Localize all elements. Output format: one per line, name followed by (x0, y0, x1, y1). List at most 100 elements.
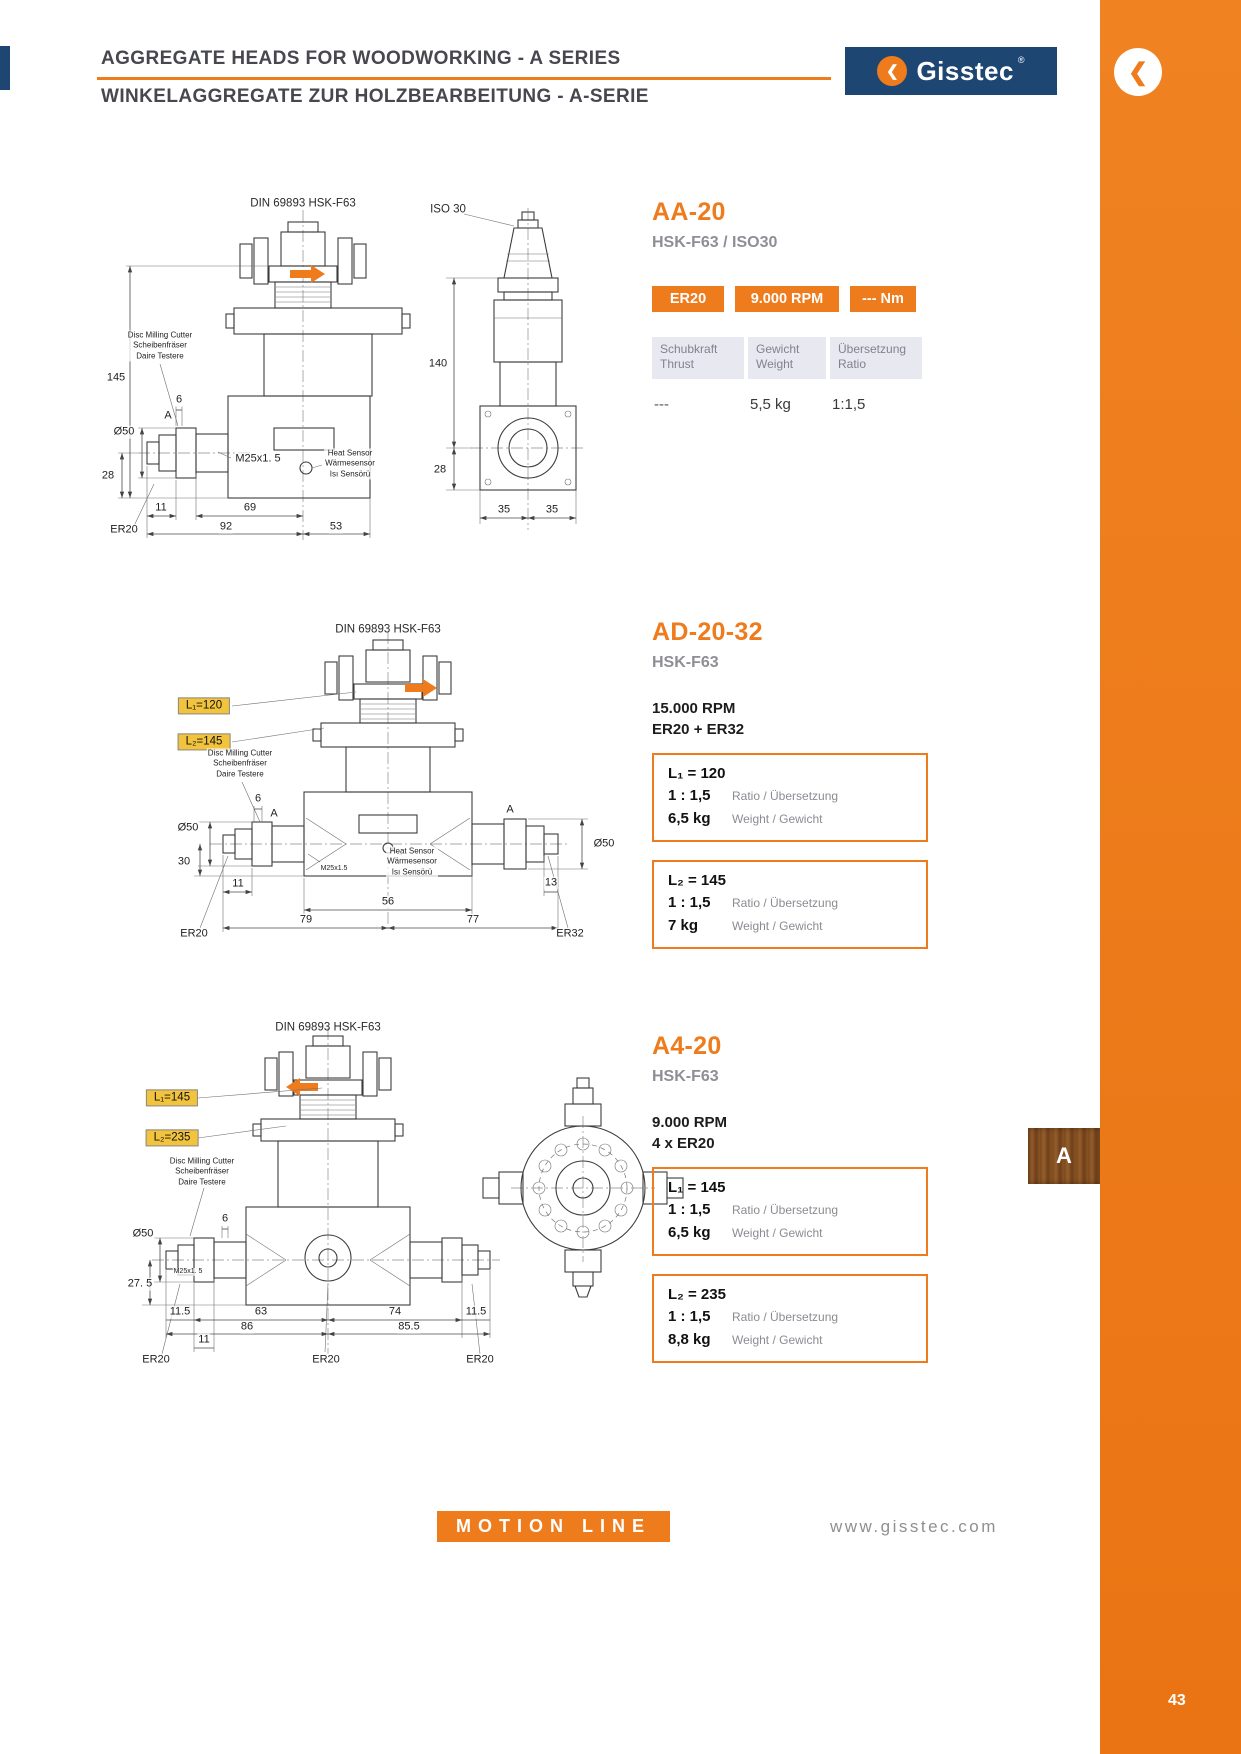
dimension-label: Disc Milling Cutter Scheibenfräser Daire… (126, 330, 194, 362)
product-code: A4-20 (652, 1032, 722, 1060)
weight-value: 6,5 kg (668, 1224, 711, 1241)
product-speed: 15.000 RPM (652, 700, 736, 717)
side-strip: ❮ 43 (1100, 0, 1241, 1754)
product-output: 4 x ER20 (652, 1135, 715, 1152)
length-value: L₂ = 235 (668, 1286, 726, 1303)
page-title-de: WINKELAGGREGATE ZUR HOLZBEARBEITUNG - A-… (101, 86, 649, 107)
dimension-label: ER20 (311, 1353, 341, 1367)
product-subtitle: HSK-F63 (652, 654, 719, 671)
dimension-label: A (505, 803, 515, 817)
spec-value-weight: 5,5 kg (750, 396, 791, 413)
dimension-label: 86 (239, 1320, 255, 1334)
dimension-label: 11.5 (464, 1305, 488, 1319)
dimension-label: 6 (220, 1212, 230, 1226)
dimension-label: ER20 (179, 927, 209, 941)
website-url: www.gisstec.com (830, 1517, 998, 1536)
product-specs-a420: A4-20 HSK-F63 9.000 RPM 4 x ER20 L₁ = 14… (652, 1032, 962, 1363)
brand-icon: ❮ (877, 56, 908, 86)
dimension-label: ER20 (109, 523, 139, 537)
dimension-label: ISO 30 (430, 203, 466, 216)
brand-name: Gisstec (916, 55, 1014, 86)
registered-mark: ® (1017, 55, 1025, 65)
dimension-label: 85.5 (397, 1320, 421, 1334)
dimension-label: ER20 (141, 1353, 171, 1367)
dimension-label: 6 (253, 792, 263, 806)
motion-line-banner: MOTION LINE (437, 1511, 670, 1542)
ratio-value: 1 : 1,5 (668, 894, 711, 911)
dimension-label: 92 (218, 520, 234, 534)
dimension-label: Ø50 (112, 425, 136, 439)
dimension-label: ER20 (465, 1353, 495, 1367)
ratio-label: Ratio / Übersetzung (732, 1310, 839, 1324)
dimension-label: M25x1. 5 (234, 452, 282, 466)
weight-label: Weight / Gewicht (732, 1226, 823, 1240)
ratio-label: Ratio / Übersetzung (732, 896, 839, 910)
ratio-label: Ratio / Übersetzung (732, 789, 839, 803)
product-output: ER20 + ER32 (652, 721, 745, 738)
spec-box-l2: L₂ = 235 1 : 1,5 Ratio / Übersetzung 8,8 … (652, 1274, 928, 1363)
dimension-label: 56 (380, 895, 396, 909)
dimension-label: 74 (387, 1305, 403, 1319)
dimension-label: 140 (427, 357, 449, 371)
weight-label: Weight / Gewicht (732, 812, 823, 826)
dimension-label: 63 (253, 1305, 269, 1319)
dimension-label: A (269, 807, 279, 821)
ratio-label: Ratio / Übersetzung (732, 1203, 839, 1217)
dimension-label: 6 (174, 393, 184, 407)
dimension-label: 27. 5 (126, 1277, 154, 1291)
brand-icon-strip: ❮ (1114, 48, 1162, 96)
dimension-label: Ø50 (131, 1227, 155, 1241)
dimension-label: M25x1. 5 (172, 1267, 204, 1277)
badge-rpm: 9.000 RPM (735, 286, 839, 312)
spec-box-l1: L₁ = 120 1 : 1,5 Ratio / Übersetzung 6,5 … (652, 753, 928, 842)
dimension-label: 11 (197, 1333, 211, 1347)
dimension-label: 35 (544, 503, 560, 517)
dimension-label: Disc Milling Cutter Scheibenfräser Daire… (168, 1156, 236, 1188)
dimension-label: DIN 69893 HSK-F63 (250, 197, 356, 210)
spec-value-thrust: --- (654, 396, 669, 413)
weight-value: 8,8 kg (668, 1331, 711, 1348)
edge-notch (0, 46, 10, 90)
dimension-label: 53 (328, 520, 344, 534)
length-value: L₁ = 120 (668, 765, 726, 782)
dimension-label: Ø50 (592, 837, 616, 851)
section-tab-a: A (1028, 1128, 1100, 1184)
dimension-label: Heat Sensor Wärmesensor Isı Sensörü (386, 846, 438, 878)
product-speed: 9.000 RPM (652, 1114, 728, 1131)
length-highlight-label: L₁=145 (145, 1089, 199, 1107)
ratio-value: 1 : 1,5 (668, 1308, 711, 1325)
dimension-label: 69 (242, 501, 258, 515)
length-value: L₁ = 145 (668, 1179, 726, 1196)
product-subtitle: HSK-F63 / ISO30 (652, 234, 778, 251)
weight-value: 6,5 kg (668, 810, 711, 827)
length-value: L₂ = 145 (668, 872, 726, 889)
dimension-label: 11 (154, 501, 168, 515)
ratio-value: 1 : 1,5 (668, 787, 711, 804)
spec-value-ratio: 1:1,5 (832, 396, 866, 413)
dimension-label: Disc Milling Cutter Scheibenfräser Daire… (206, 748, 274, 780)
badge-collet: ER20 (652, 286, 724, 312)
page-number: 43 (1168, 1692, 1186, 1709)
dimension-label: 35 (496, 503, 512, 517)
dimension-label: M25x1.5 (319, 864, 349, 874)
dimension-label: DIN 69893 HSK-F63 (335, 623, 441, 636)
dimension-label: 30 (176, 855, 192, 869)
dimension-label: Heat Sensor Wärmesensor Isı Sensörü (324, 448, 376, 480)
dimension-label: 11 (231, 877, 245, 891)
product-specs-aa20: AA-20 HSK-F63 / ISO30 ER20 9.000 RPM ---… (652, 198, 962, 413)
dimension-label: 77 (465, 913, 481, 927)
dimension-label: 79 (298, 913, 314, 927)
dimension-label: 13 (543, 876, 559, 890)
orange-divider (97, 77, 831, 80)
weight-label: Weight / Gewicht (732, 919, 823, 933)
